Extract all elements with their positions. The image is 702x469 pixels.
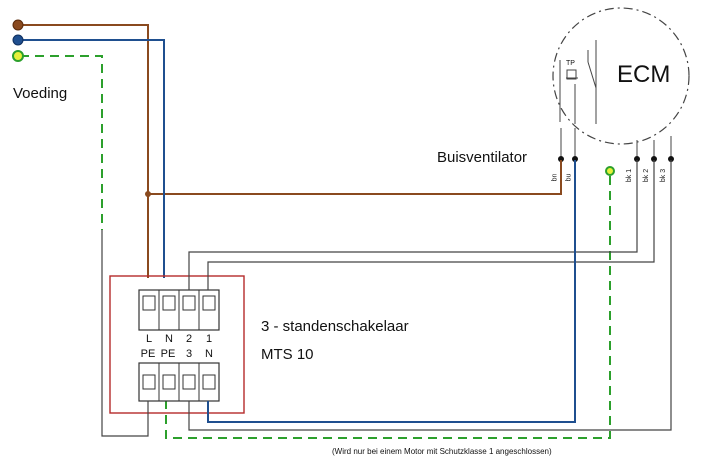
terminal-label: N — [205, 348, 213, 360]
switch-top-block — [138, 289, 220, 331]
switch-frame — [109, 275, 245, 414]
wire-blue-supply — [20, 39, 165, 278]
wire-bk3 — [188, 160, 672, 431]
terminal-dot — [668, 156, 674, 162]
wire-brown-supply — [20, 24, 149, 278]
motor-label: ECM — [617, 61, 671, 88]
wire-tag: bk 2 — [643, 168, 651, 183]
terminal-label: 3 — [185, 348, 193, 360]
terminal-dot — [651, 156, 657, 162]
wire-blue-motor — [207, 160, 576, 423]
terminal-label: 1 — [205, 333, 213, 345]
supply-terminal-brown — [12, 19, 24, 31]
supply-terminal-pe — [12, 50, 24, 62]
terminal-label: N — [165, 333, 173, 345]
wire-brown-motor — [148, 160, 562, 195]
wire-pe-motor — [165, 176, 611, 439]
terminal-dot — [558, 156, 564, 162]
fan-label: Buisventilator — [437, 149, 528, 166]
switch-bottom-block — [138, 362, 220, 402]
footnote-label: (Wird nur bei einem Motor mit Schutzklas… — [332, 447, 552, 456]
power-label: Voeding — [13, 85, 68, 102]
switch-model-label: MTS 10 — [261, 346, 314, 363]
motor-pe-terminal — [605, 166, 615, 176]
terminal-label: PE — [160, 348, 176, 360]
terminal-dot — [572, 156, 578, 162]
terminal-label: L — [145, 333, 153, 345]
wire-tag: bk 3 — [660, 168, 668, 183]
switch-name-label: 3 - standenschakelaar — [261, 318, 409, 335]
wire-pe-switch — [101, 230, 149, 437]
junction-dot — [145, 191, 151, 197]
wire-tag: bu — [565, 173, 573, 182]
wire-bk2 — [207, 160, 655, 290]
thermal-protection-label: TP — [566, 60, 575, 67]
supply-terminal-blue — [12, 34, 24, 46]
motor-switch-line — [587, 61, 597, 89]
wire-tag: bn — [551, 173, 559, 182]
wire-pe-supply — [20, 55, 103, 230]
terminal-label: 2 — [185, 333, 193, 345]
wire-tag: bk 1 — [626, 168, 634, 183]
motor-outline — [552, 7, 690, 145]
thermal-protector-icon — [566, 69, 577, 80]
terminal-dot — [634, 156, 640, 162]
wire-bk1 — [188, 160, 638, 290]
terminal-label: PE — [140, 348, 156, 360]
